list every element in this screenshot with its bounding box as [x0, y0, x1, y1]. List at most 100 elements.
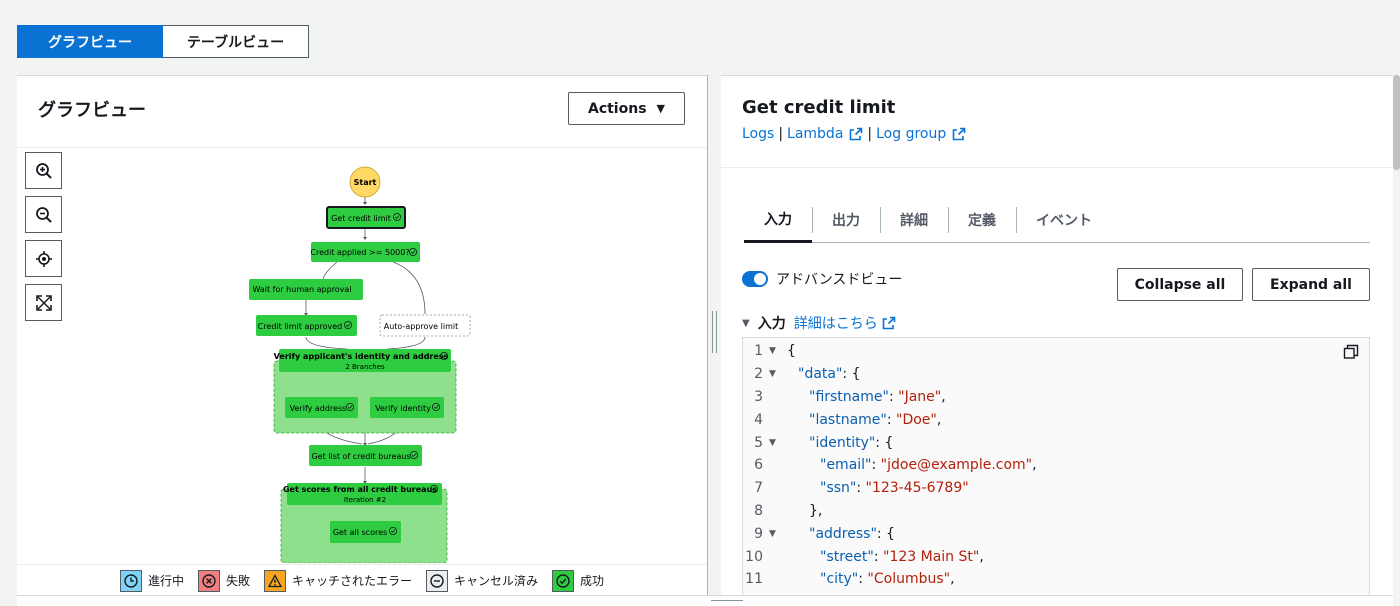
- tab-definition[interactable]: 定義: [948, 197, 1016, 243]
- node-credit-applied-label: Credit applied >= 5000?: [310, 248, 409, 257]
- json-value: "Jane": [898, 388, 942, 405]
- lambda-link[interactable]: Lambda: [787, 126, 844, 142]
- bottom-resize-bar[interactable]: [17, 595, 1393, 606]
- table-view-tab[interactable]: テーブルビュー: [163, 25, 309, 58]
- legend-in-progress-label: 進行中: [147, 574, 184, 588]
- resize-grip-icon: [712, 311, 717, 353]
- tab-details[interactable]: 詳細: [880, 197, 948, 243]
- legend-succeeded: 成功: [552, 569, 604, 592]
- graph-panel-header: グラフビュー Actions ▼: [17, 76, 707, 148]
- node-get-all-scores: [330, 521, 401, 543]
- code-content: "data": {: [785, 366, 861, 382]
- x-circle-icon: [197, 569, 220, 592]
- json-colon: :: [858, 571, 868, 588]
- code-lines: 1▼{2▼"data": {3"firstname": "Jane",4"las…: [743, 338, 1369, 591]
- fold-caret-icon[interactable]: ▼: [769, 346, 776, 357]
- advanced-view-toggle[interactable]: [742, 271, 768, 287]
- json-colon: :: [873, 548, 883, 565]
- tab-output[interactable]: 出力: [812, 197, 880, 243]
- json-colon: :: [856, 480, 866, 497]
- code-line: 8},: [743, 500, 1369, 523]
- code-line: 11"city": "Columbus",: [743, 568, 1369, 591]
- fit-button[interactable]: [25, 284, 62, 321]
- node-get-all-scores-label: Get all scores: [333, 528, 387, 537]
- json-key: "ssn": [820, 480, 857, 497]
- node-wait-human-label: Wait for human approval: [252, 285, 351, 294]
- json-punctuation: },: [809, 502, 823, 519]
- node-verify-identity-label: Verify identity: [375, 404, 431, 413]
- center-icon: [35, 250, 52, 267]
- caret-down-icon: ▼: [742, 317, 750, 329]
- legend-failed-label: 失敗: [225, 574, 250, 588]
- code-content: "firstname": "Jane",: [785, 389, 946, 405]
- tab-events[interactable]: イベント: [1016, 197, 1112, 243]
- zoom-in-button[interactable]: [25, 152, 62, 189]
- json-punctuation: {: [787, 343, 796, 360]
- minus-circle-icon: [426, 569, 448, 592]
- input-section-label: 入力: [757, 316, 786, 332]
- line-number: 4: [754, 411, 763, 428]
- actions-label: Actions: [587, 100, 647, 117]
- code-content: "ssn": "123-45-6789": [785, 480, 969, 496]
- line-number: 9: [754, 525, 763, 542]
- page-scrollbar[interactable]: [1393, 75, 1400, 170]
- node-get-credit-limit: [326, 206, 406, 229]
- node-verify-identity: [370, 397, 444, 418]
- fold-caret-icon[interactable]: ▼: [769, 369, 776, 380]
- json-value: "jdoe@example.com": [880, 457, 1033, 474]
- legend-cancelled: キャンセル済み: [426, 569, 538, 592]
- json-punctuation: : {: [876, 525, 895, 542]
- line-number: 2: [754, 366, 763, 383]
- tab-input[interactable]: 入力: [744, 197, 812, 243]
- fit-icon: [35, 294, 52, 311]
- collapse-all-button[interactable]: Collapse all: [1117, 268, 1243, 301]
- center-button[interactable]: [25, 240, 62, 277]
- json-key: "identity": [809, 434, 876, 451]
- json-punctuation: ,: [1032, 457, 1037, 474]
- code-line: 2 ▼ "data": {: [743, 363, 1369, 386]
- line-number: 7: [754, 480, 763, 497]
- code-line: 1▼{: [743, 340, 1369, 363]
- code-content: "email": "jdoe@example.com",: [785, 457, 1037, 473]
- node-iteration-label: Iteration #2: [344, 496, 386, 504]
- check-circle-icon: [552, 569, 575, 592]
- json-key: "email": [820, 457, 872, 474]
- json-code-editor[interactable]: 1▼{2▼"data": {3"firstname": "Jane",4"las…: [742, 337, 1370, 596]
- json-colon: :: [871, 457, 881, 474]
- node-get-list-bureaus: [309, 445, 422, 466]
- divider: [721, 167, 1393, 168]
- graph-panel-title: グラフビュー: [38, 100, 146, 121]
- line-number: 8: [754, 502, 763, 519]
- line-number: 6: [754, 457, 763, 474]
- panel-resize-handle[interactable]: [707, 75, 721, 595]
- log-group-link[interactable]: Log group: [876, 126, 947, 142]
- zoom-out-button[interactable]: [25, 196, 62, 233]
- expand-all-button[interactable]: Expand all: [1252, 268, 1370, 301]
- code-line: 6 "email": "jdoe@example.com",: [743, 454, 1369, 477]
- resize-grip-icon: [711, 600, 743, 601]
- view-toggle: グラフビュー テーブルビュー: [17, 25, 309, 58]
- input-section-header[interactable]: ▼ 入力 詳細はこちら: [742, 313, 896, 333]
- node-wait-human: [249, 279, 363, 300]
- code-content: "street": "123 Main St",: [785, 549, 984, 565]
- fold-caret-icon[interactable]: ▼: [769, 528, 776, 539]
- code-content: },: [785, 503, 822, 519]
- code-content: "lastname": "Doe",: [785, 412, 941, 428]
- learn-more-link[interactable]: 詳細はこちら: [794, 313, 896, 333]
- fold-caret-icon[interactable]: ▼: [769, 437, 776, 448]
- json-punctuation: ,: [979, 548, 984, 565]
- legend-failed: 失敗: [197, 569, 250, 592]
- line-number: 5: [754, 434, 763, 451]
- node-auto-approve-label: Auto-approve limit: [384, 322, 458, 331]
- graph-panel: グラフビュー Actions ▼: [17, 75, 707, 596]
- node-credit-applied: [311, 242, 420, 262]
- logs-link[interactable]: Logs: [742, 126, 775, 142]
- zoom-out-icon: [35, 206, 52, 223]
- json-punctuation: ,: [936, 411, 942, 428]
- code-content: "city": "Columbus",: [785, 571, 955, 587]
- graph-view-tab[interactable]: グラフビュー: [17, 25, 163, 58]
- json-key: "address": [809, 525, 877, 542]
- actions-dropdown[interactable]: Actions ▼: [568, 92, 685, 125]
- copy-icon[interactable]: [1343, 344, 1359, 360]
- json-punctuation: ,: [941, 388, 946, 405]
